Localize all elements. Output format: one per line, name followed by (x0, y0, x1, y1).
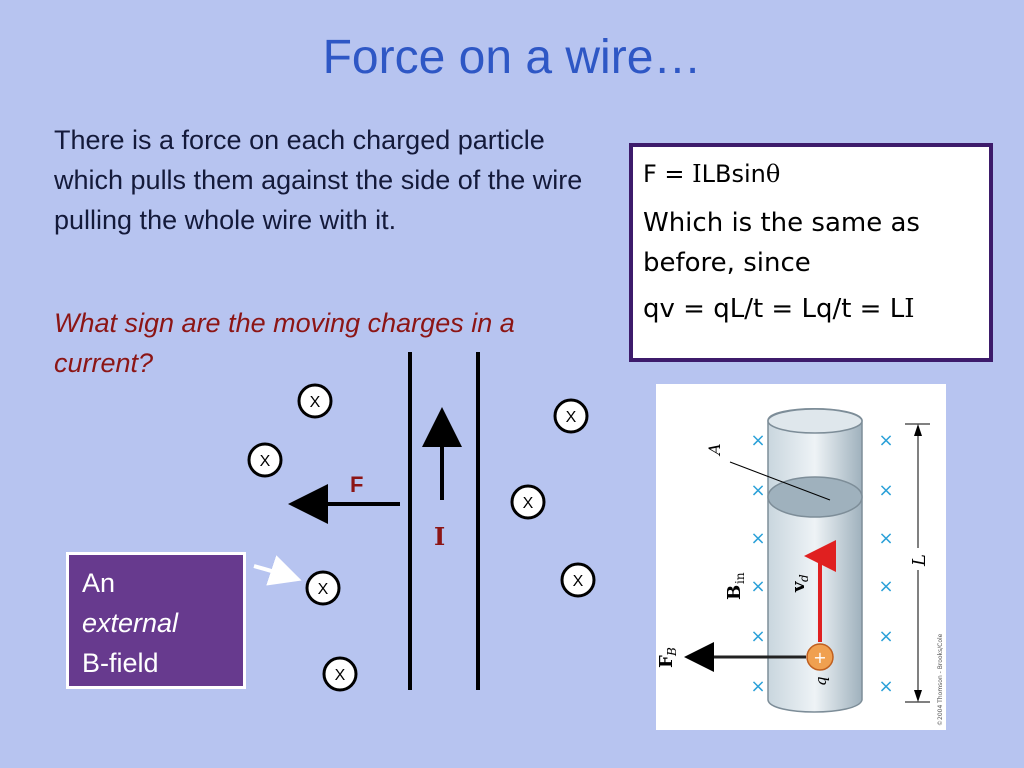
textbook-figure: A × × × × × × × × × × × × L B in v d (656, 408, 944, 726)
formula-prefix: F = (643, 160, 693, 188)
svg-text:X: X (566, 409, 577, 426)
length-label: L (909, 554, 930, 567)
figure-x-marker: × (878, 480, 893, 501)
area-label: A (705, 443, 724, 457)
figure-x-marker: × (878, 676, 893, 697)
field-marker: X (297, 383, 333, 419)
figure-force-subscript: B (665, 647, 679, 657)
field-marker: X (553, 398, 589, 434)
cross-section (767, 476, 863, 518)
figure-x-marker: × (750, 676, 765, 697)
length-arrow-bottom (914, 690, 922, 702)
formula-box: F = ILBsinθ Which is the same as before,… (629, 143, 993, 362)
figure-x-marker: × (878, 528, 893, 549)
figure-x-marker: × (878, 430, 893, 451)
figure-field-markers: × × × × × × × × × × × × (750, 430, 893, 697)
cylinder-top (767, 408, 863, 434)
formula-mid: LBsin (701, 160, 766, 188)
slide-title: Force on a wire… (322, 31, 702, 84)
formula-explanation: Which is the same as before, since (643, 208, 920, 278)
velocity-label: v (788, 581, 809, 593)
figure-credit: ©2004 Thomson - Brooks/Cole (937, 633, 944, 726)
figure-x-marker: × (750, 430, 765, 451)
figure-x-marker: × (878, 626, 893, 647)
formula-derivation: qv = qL/t = Lq/t = LI (643, 293, 979, 325)
area-pointer (729, 461, 831, 501)
external-line-1: An (82, 568, 116, 598)
figure-x-marker: × (750, 528, 765, 549)
external-line-3: B-field (82, 648, 159, 678)
length-label-bg (910, 548, 926, 570)
force-label: F (350, 472, 363, 497)
derivation-current-symbol: I (904, 294, 915, 324)
figure-x-marker: × (750, 576, 765, 597)
field-marker: X (510, 484, 546, 520)
field-marker: X (305, 570, 341, 606)
force-formula: F = ILBsinθ (643, 159, 979, 189)
svg-text:X: X (523, 495, 534, 512)
svg-text:X: X (335, 667, 346, 684)
formula-current-symbol: I (692, 160, 702, 188)
svg-text:X: X (573, 573, 584, 590)
svg-text:X: X (260, 453, 271, 470)
velocity-subscript: d (797, 574, 811, 582)
question-text: What sign are the moving charges in a cu… (54, 308, 515, 378)
derivation-text: qv = qL/t = Lq/t = L (643, 294, 905, 324)
intro-paragraph: There is a force on each charged particl… (54, 125, 583, 235)
charge-circle (806, 643, 834, 671)
b-field-subscript: in (733, 572, 747, 584)
field-marker: X (560, 562, 596, 598)
field-marker: X (247, 442, 283, 478)
field-marker: X (322, 656, 358, 692)
figure-x-marker: × (878, 576, 893, 597)
external-field-box: An external B-field (66, 552, 246, 689)
formula-theta: θ (765, 160, 781, 188)
charge-label: q (812, 676, 830, 686)
figure-x-marker: × (750, 626, 765, 647)
charge-sign: + (813, 648, 826, 667)
figure-x-marker: × (750, 480, 765, 501)
external-line-2: external (82, 608, 179, 638)
pointer-arrow (253, 555, 302, 586)
figure-force-label: F (656, 655, 677, 668)
length-arrow-top (914, 424, 922, 436)
b-field-label: B (724, 585, 745, 600)
svg-text:X: X (310, 394, 321, 411)
current-label: I (434, 522, 445, 551)
svg-text:X: X (318, 581, 329, 598)
